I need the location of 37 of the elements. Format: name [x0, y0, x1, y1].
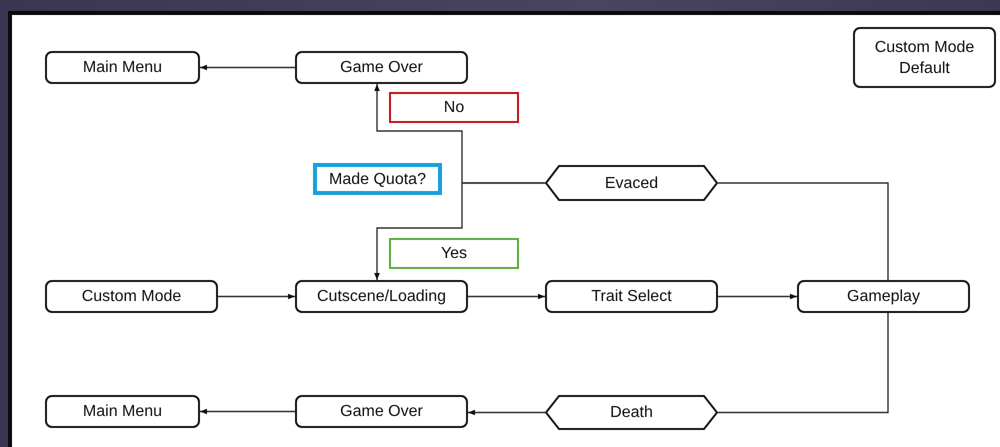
process-box: [295, 395, 468, 428]
process-box: [797, 280, 970, 313]
process-box: [545, 280, 718, 313]
arrow: [468, 410, 545, 416]
node-label: Main Menu: [82, 402, 164, 422]
process-box: [45, 280, 218, 313]
node-label: Evaced: [604, 174, 660, 194]
node-label: Trait Select: [590, 287, 673, 307]
node-label: No: [442, 98, 466, 118]
answer-box: [389, 92, 519, 123]
process-box: [853, 27, 996, 88]
node-label: Game Over: [339, 402, 424, 422]
process-box: [45, 395, 200, 428]
hexagon-node: [545, 165, 718, 201]
arrow: [468, 294, 545, 300]
node-label: Custom Mode: [80, 287, 182, 307]
node-label: Game Over: [339, 58, 424, 78]
node-label: Gameplay: [846, 287, 921, 307]
arrow: [218, 294, 295, 300]
process-box: [295, 51, 468, 84]
arrow: [200, 408, 295, 414]
node-label: Custom Mode Default: [874, 38, 976, 78]
decision-box: [313, 163, 442, 195]
process-box: [45, 51, 200, 84]
answer-box: [389, 238, 519, 269]
connector-line: [718, 313, 889, 414]
connector-line: [718, 182, 889, 280]
node-label: Main Menu: [82, 58, 164, 78]
node-label: Cutscene/Loading: [316, 287, 447, 307]
node-label: Yes: [440, 244, 468, 264]
arrow: [374, 182, 545, 280]
process-box: [295, 280, 468, 313]
arrow: [718, 294, 797, 300]
hexagon-node: [545, 395, 718, 430]
node-label: Death: [609, 403, 654, 423]
node-label: Made Quota?: [328, 170, 427, 190]
arrow: [200, 64, 295, 70]
